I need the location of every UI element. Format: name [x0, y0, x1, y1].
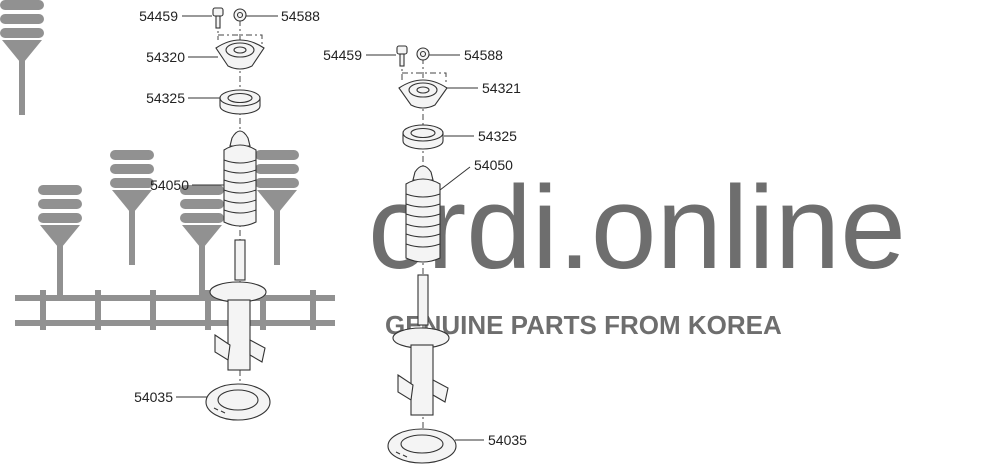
label-right-bearing: 54325 [478, 128, 517, 144]
label-left-spring-pad: 54035 [134, 389, 173, 405]
left-assembly: 54459 54588 54320 54325 54050 54035 [134, 7, 320, 421]
bolt-54459-icon [212, 7, 224, 29]
watermark-brand: crdi.online [368, 162, 906, 294]
label-left-boot: 54050 [150, 177, 189, 193]
nut-54588-icon [416, 47, 430, 61]
dust-boot-54050-icon [405, 165, 441, 263]
bearing-54325-icon [219, 89, 261, 115]
watermark-tagline: GENUINE PARTS FROM KOREA [385, 310, 782, 340]
watermark-logo [0, 0, 335, 330]
spring-pad-54035-icon [387, 428, 457, 464]
dust-boot-54050-icon [223, 130, 257, 227]
label-right-bolt: 54459 [323, 47, 362, 63]
strut-mount-54320-icon [215, 39, 265, 70]
label-left-mount: 54320 [146, 49, 185, 65]
right-assembly: 54459 54588 54321 54325 54050 54035 [323, 45, 527, 464]
label-right-mount: 54321 [482, 80, 521, 96]
strut-icon [209, 239, 267, 371]
label-right-boot: 54050 [474, 157, 513, 173]
strut-mount-54321-icon [398, 79, 448, 109]
label-left-bolt: 54459 [139, 8, 178, 24]
nut-54588-icon [233, 8, 247, 22]
bolt-54459-icon [396, 45, 408, 67]
strut-icon [392, 274, 450, 416]
label-right-nut: 54588 [464, 47, 503, 63]
label-right-spring-pad: 54035 [488, 432, 527, 448]
label-left-nut: 54588 [281, 8, 320, 24]
bearing-54325-icon [402, 124, 444, 150]
spring-pad-54035-icon [205, 383, 271, 421]
label-left-bearing: 54325 [146, 90, 185, 106]
